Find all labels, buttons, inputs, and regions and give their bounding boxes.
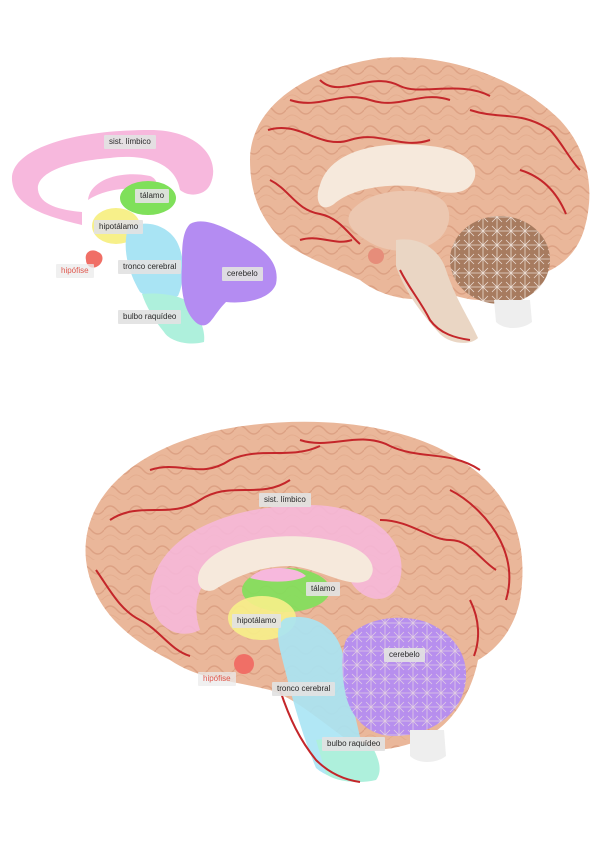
bottom-brain-corpus-callosum — [197, 536, 373, 591]
label-thalamus-photo: tálamo — [306, 582, 341, 596]
schematic-pituitary-shape — [85, 250, 103, 268]
bottom-brain-pink-cap — [250, 568, 306, 582]
label-limbic-photo: sist. límbico — [259, 493, 311, 507]
schematic-limbic-shape — [11, 130, 214, 225]
top-brain-brainstem — [396, 239, 478, 343]
label-hypothalamus-photo: hipotálamo — [232, 614, 282, 628]
top-brain-arteries — [267, 79, 581, 341]
label-limbic-schematic: sist. límbico — [104, 135, 156, 149]
top-brain-diencephalon — [348, 190, 450, 251]
bottom-brain-spinal-stub — [410, 730, 446, 762]
bottom-brain-pituitary — [234, 654, 254, 674]
label-cerebellum-photo: cerebelo — [384, 648, 425, 662]
top-brain-pituitary — [368, 248, 384, 264]
top-brain-spinal-stub — [494, 300, 532, 328]
label-pituitary-schematic: hipófise — [56, 264, 94, 278]
brain-photo-top — [250, 57, 590, 343]
label-hypothalamus-schematic: hipotálamo — [94, 220, 144, 234]
bottom-brain-limbic-overlay — [150, 505, 402, 634]
label-cerebellum-schematic: cerebelo — [222, 267, 263, 281]
brain-photo-bottom — [85, 421, 523, 783]
schematic-limbic-inner — [88, 174, 157, 200]
label-medulla-photo: bulbo raquídeo — [322, 737, 386, 751]
label-pituitary-photo: hipófise — [198, 672, 236, 686]
bottom-brain-arteries — [95, 438, 511, 783]
top-brain-corpus-callosum — [317, 144, 476, 208]
label-brainstem-photo: tronco cerebral — [272, 682, 336, 696]
label-medulla-schematic: bulbo raquídeo — [118, 310, 182, 324]
label-thalamus-schematic: tálamo — [135, 189, 170, 203]
label-brainstem-schematic: tronco cerebral — [118, 260, 182, 274]
